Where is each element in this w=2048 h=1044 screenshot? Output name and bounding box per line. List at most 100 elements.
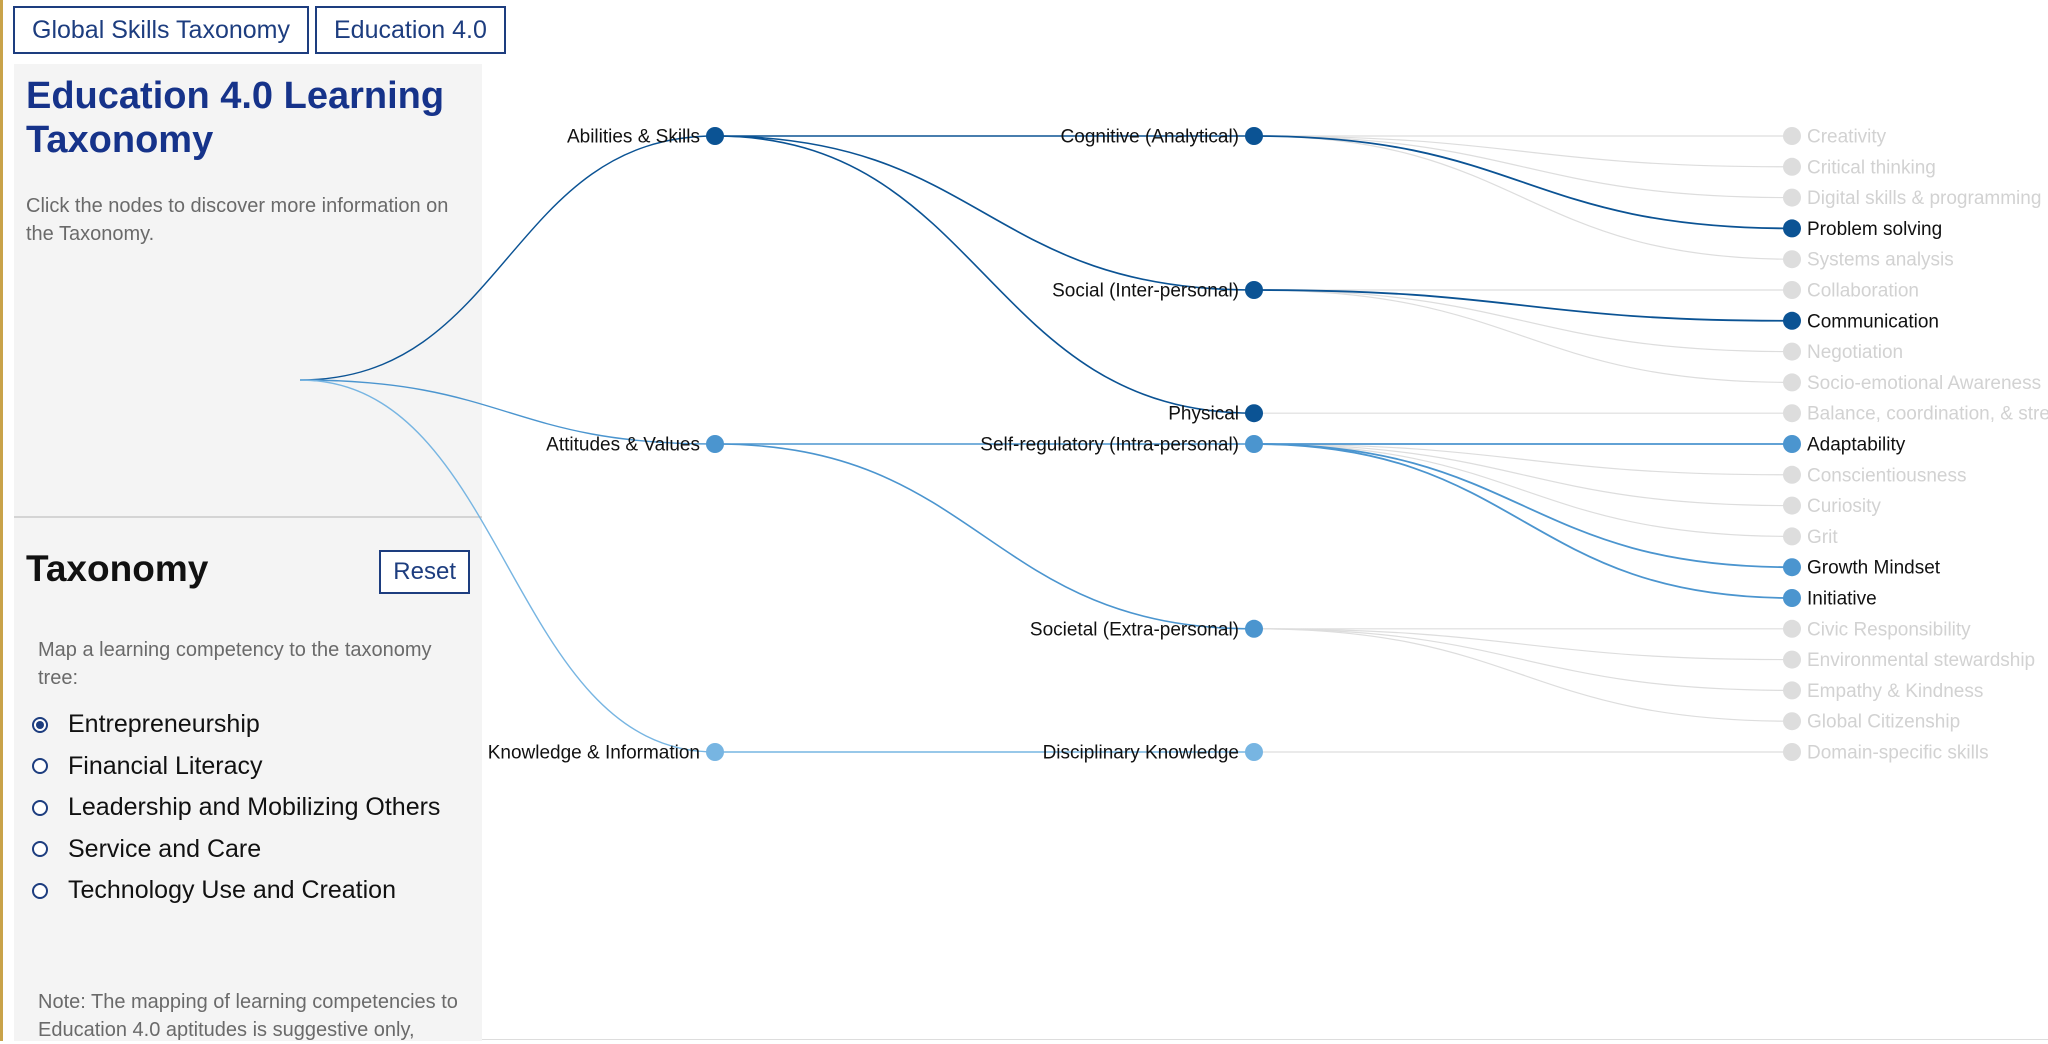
radio-leadership[interactable]: Leadership and Mobilizing Others xyxy=(32,787,440,829)
skill-node[interactable] xyxy=(1783,404,1801,423)
skill-link xyxy=(1253,628,1793,661)
skill-node[interactable] xyxy=(1783,712,1801,731)
radio-entrepreneurship[interactable]: Entrepreneurship xyxy=(32,704,440,746)
level2-node[interactable] xyxy=(1245,281,1263,299)
level1-node[interactable] xyxy=(706,127,724,145)
taxonomy-panel: Taxonomy Reset Map a learning competency… xyxy=(14,518,482,1041)
skill-label[interactable]: Socio-emotional Awareness xyxy=(1807,373,2041,394)
skill-label[interactable]: Global Citizenship xyxy=(1807,712,1960,733)
radio-button-icon[interactable] xyxy=(32,716,48,733)
radio-button-icon[interactable] xyxy=(32,758,48,775)
tab-education-4-0[interactable]: Education 4.0 xyxy=(314,6,506,54)
skill-node[interactable] xyxy=(1783,527,1801,546)
level2-label[interactable]: Societal (Extra-personal) xyxy=(1030,619,1239,640)
bottom-rule xyxy=(482,1039,2048,1040)
skill-node[interactable] xyxy=(1783,619,1801,638)
level2-label[interactable]: Physical xyxy=(1168,404,1239,425)
skill-label[interactable]: Civic Responsibility xyxy=(1807,619,1971,640)
skill-node[interactable] xyxy=(1783,311,1801,330)
taxonomy-title: Taxonomy xyxy=(26,548,209,589)
skill-label[interactable]: Initiative xyxy=(1807,589,1877,610)
skill-label[interactable]: Growth Mindset xyxy=(1807,558,1941,579)
level2-node[interactable] xyxy=(1245,404,1263,423)
skill-link xyxy=(1253,628,1793,722)
skill-link xyxy=(1253,443,1793,537)
radio-technology-use[interactable]: Technology Use and Creation xyxy=(32,870,440,912)
level2-label[interactable]: Disciplinary Knowledge xyxy=(1043,743,1239,764)
skill-node[interactable] xyxy=(1783,496,1801,515)
skill-node[interactable] xyxy=(1783,342,1801,361)
info-panel: Education 4.0 Learning Taxonomy Click th… xyxy=(14,64,482,516)
category-link xyxy=(714,443,1255,630)
skill-node[interactable] xyxy=(1783,281,1801,299)
level2-node[interactable] xyxy=(1245,435,1263,453)
mapping-note: Note: The mapping of learning competenci… xyxy=(38,991,458,1041)
skill-label[interactable]: Critical thinking xyxy=(1807,157,1936,178)
taxonomy-instructions: Map a learning competency to the taxonom… xyxy=(38,639,432,689)
radio-button-icon[interactable] xyxy=(32,799,48,816)
skill-node[interactable] xyxy=(1783,589,1801,607)
skill-link xyxy=(1253,443,1793,476)
skill-link xyxy=(1253,443,1793,569)
info-panel-description: Click the nodes to discover more informa… xyxy=(26,195,449,245)
radio-label: Financial Literacy xyxy=(68,751,263,780)
skill-label[interactable]: Negotiation xyxy=(1807,342,1903,363)
level2-node[interactable] xyxy=(1245,743,1263,761)
skill-link xyxy=(1253,443,1793,599)
radio-label: Technology Use and Creation xyxy=(68,876,396,905)
skill-node[interactable] xyxy=(1783,219,1801,238)
category-link xyxy=(714,135,1255,414)
level1-label[interactable]: Attitudes & Values xyxy=(546,435,700,456)
skill-label[interactable]: Grit xyxy=(1807,527,1838,548)
competency-radio-group: Entrepreneurship Financial Literacy Lead… xyxy=(32,704,440,912)
skill-label[interactable]: Empathy & Kindness xyxy=(1807,681,1983,702)
skill-label[interactable]: Adaptability xyxy=(1807,435,1906,456)
level1-node[interactable] xyxy=(706,743,724,761)
reset-button[interactable]: Reset xyxy=(379,550,470,594)
level2-node[interactable] xyxy=(1245,619,1263,638)
skill-label[interactable]: Systems analysis xyxy=(1807,250,1954,271)
skill-node[interactable] xyxy=(1783,743,1801,761)
skill-link xyxy=(1253,289,1793,383)
skill-label[interactable]: Domain-specific skills xyxy=(1807,743,1989,764)
skill-node[interactable] xyxy=(1783,127,1801,145)
level1-node[interactable] xyxy=(706,435,724,453)
level2-label[interactable]: Self-regulatory (Intra-personal) xyxy=(980,435,1239,456)
window-edge xyxy=(0,0,3,1041)
radio-financial-literacy[interactable]: Financial Literacy xyxy=(32,746,440,788)
tab-global-skills-taxonomy[interactable]: Global Skills Taxonomy xyxy=(13,6,309,54)
skill-label[interactable]: Conscientiousness xyxy=(1807,465,1966,486)
skill-label[interactable]: Problem solving xyxy=(1807,219,1942,240)
skill-label[interactable]: Balance, coordination, & stre xyxy=(1807,404,2048,425)
skill-node[interactable] xyxy=(1783,157,1801,176)
level2-label[interactable]: Cognitive (Analytical) xyxy=(1061,127,1239,148)
radio-label: Leadership and Mobilizing Others xyxy=(68,793,441,822)
skill-link xyxy=(1253,135,1793,199)
radio-button-icon[interactable] xyxy=(32,882,48,899)
radio-service-and-care[interactable]: Service and Care xyxy=(32,829,440,871)
skill-node[interactable] xyxy=(1783,188,1801,207)
skill-label[interactable]: Collaboration xyxy=(1807,281,1919,302)
skill-label[interactable]: Digital skills & programming xyxy=(1807,188,2041,209)
skill-label[interactable]: Creativity xyxy=(1807,127,1887,148)
radio-label: Service and Care xyxy=(68,834,262,863)
skill-node[interactable] xyxy=(1783,373,1801,392)
skill-node[interactable] xyxy=(1783,558,1801,577)
skill-node[interactable] xyxy=(1783,465,1801,484)
skill-label[interactable]: Communication xyxy=(1807,311,1939,332)
radio-button-icon[interactable] xyxy=(32,841,48,858)
level1-label[interactable]: Knowledge & Information xyxy=(488,743,700,764)
skill-link xyxy=(1253,289,1793,322)
skill-node[interactable] xyxy=(1783,681,1801,700)
skill-node[interactable] xyxy=(1783,435,1801,453)
skill-link xyxy=(1253,135,1793,260)
level2-node[interactable] xyxy=(1245,127,1263,145)
skill-node[interactable] xyxy=(1783,250,1801,269)
skill-node[interactable] xyxy=(1783,650,1801,669)
skill-link xyxy=(1253,135,1793,168)
level1-label[interactable]: Abilities & Skills xyxy=(567,127,700,148)
skill-label[interactable]: Curiosity xyxy=(1807,496,1881,517)
skill-label[interactable]: Environmental stewardship xyxy=(1807,650,2035,671)
level2-label[interactable]: Social (Inter-personal) xyxy=(1052,281,1239,302)
category-link xyxy=(714,135,1255,291)
